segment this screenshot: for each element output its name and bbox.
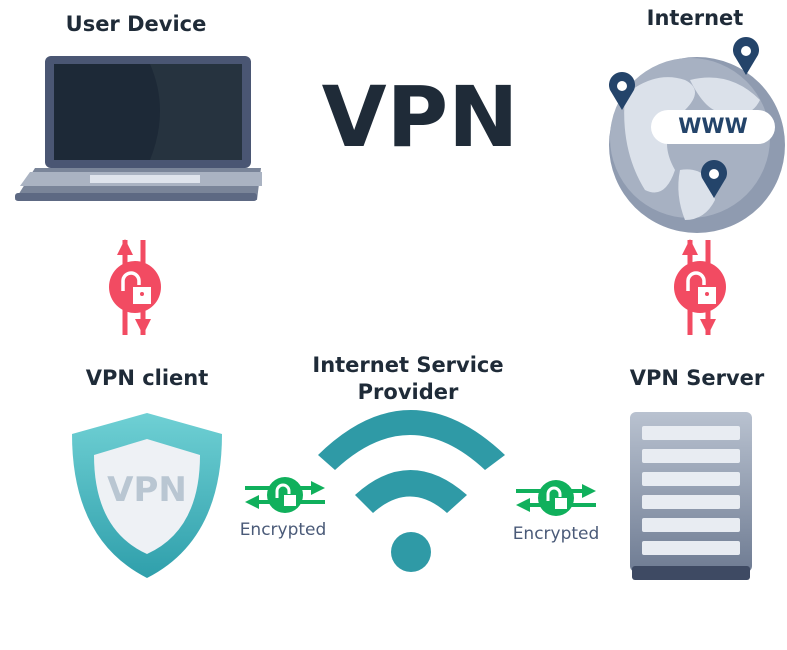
server-icon: [630, 412, 752, 580]
unencrypted-traffic-icon-right: [674, 239, 726, 335]
www-label: WWW: [678, 114, 748, 138]
unencrypted-traffic-icon-left: [109, 239, 161, 335]
isp-label-line2: Provider: [357, 380, 459, 404]
encrypted-label-left: Encrypted: [239, 520, 327, 540]
location-pin-icons: [608, 36, 759, 198]
isp-label-line1: Internet Service: [312, 353, 504, 377]
user-device-label: User Device: [65, 12, 207, 36]
wifi-icon: [318, 410, 505, 572]
globe-icon: [609, 57, 785, 233]
encrypted-label-right: Encrypted: [512, 524, 600, 544]
encrypted-link-icon-right: [514, 478, 598, 518]
shield-vpn-text: VPN: [107, 470, 187, 510]
laptop-icon: [15, 56, 262, 201]
vpn-client-label: VPN client: [85, 366, 209, 390]
internet-label: Internet: [646, 6, 744, 30]
main-title: VPN: [321, 68, 519, 166]
shield-icon: [72, 413, 222, 578]
encrypted-link-icon-left: [243, 475, 327, 515]
vpn-server-label: VPN Server: [629, 366, 765, 390]
